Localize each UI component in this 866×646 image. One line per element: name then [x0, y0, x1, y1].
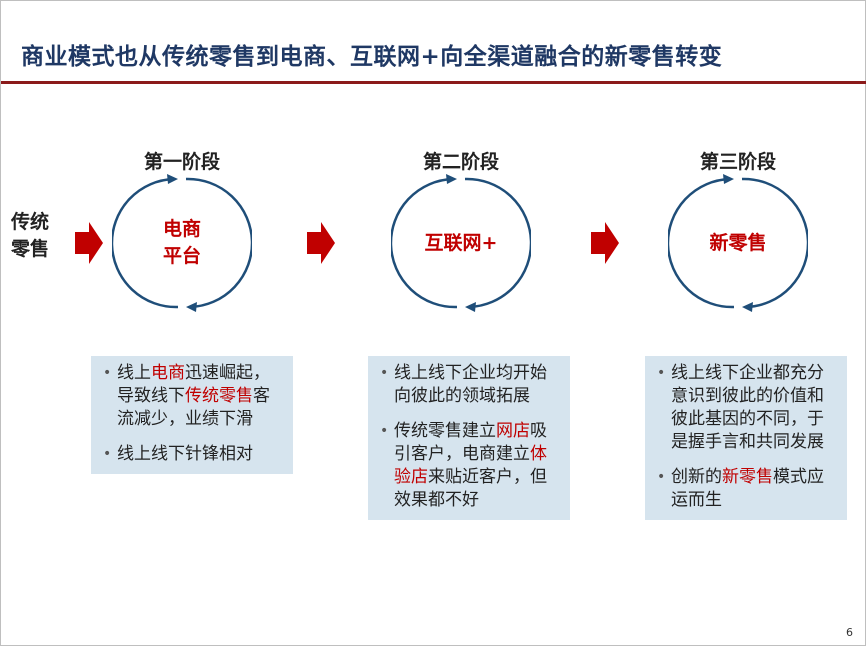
bullet-text: 传统零售建立 — [394, 421, 496, 441]
cycle-ring-icon — [668, 174, 808, 312]
bullet-item: 线上电商迅速崛起，导致线下传统零售客流减少，业绩下滑 — [99, 362, 283, 431]
stage-1-title: 第一阶段 — [143, 151, 220, 173]
page-number: 6 — [846, 626, 853, 639]
arrow-right-icon — [307, 222, 335, 264]
highlighted-text: 新零售 — [722, 467, 773, 487]
stage-3-title: 第三阶段 — [699, 151, 776, 173]
stage-3-description-box: 线上线下企业都充分意识到彼此的价值和彼此基因的不同，于是握手言和共同发展创新的新… — [645, 356, 847, 520]
stage-1-description-box: 线上电商迅速崛起，导致线下传统零售客流减少，业绩下滑线上线下针锋相对 — [91, 356, 293, 474]
bullet-text: 迅速崛起，导致线下 — [117, 363, 270, 406]
bullet-text: 吸引客户，电商建立 — [394, 421, 547, 464]
bullet-text: 来贴近客户，但效果都不好 — [394, 467, 547, 510]
bullet-item: 创新的新零售模式应运而生 — [653, 466, 837, 512]
slide-title: 商业模式也从传统零售到电商、互联网+向全渠道融合的新零售转变 — [21, 44, 723, 70]
highlighted-text: 电商 — [151, 363, 185, 383]
bullet-item: 线上线下企业均开始向彼此的领域拓展 — [376, 362, 560, 408]
bullet-text: 创新的 — [671, 467, 722, 487]
highlighted-text: 传统零售 — [185, 386, 253, 406]
traditional-retail-label: 传统 零售 — [11, 211, 50, 260]
highlighted-text: 网店 — [496, 421, 530, 441]
bullet-text: 模式应运而生 — [671, 467, 824, 510]
bullet-text: 线上线下企业都充分意识到彼此的价值和彼此基因的不同，于是握手言和共同发展 — [671, 363, 824, 452]
bullet-text: 线上线下企业均开始向彼此的领域拓展 — [394, 363, 547, 406]
bullet-item: 传统零售建立网店吸引客户，电商建立体验店来贴近客户，但效果都不好 — [376, 420, 560, 512]
title-divider — [1, 81, 866, 84]
bullet-text: 线上 — [117, 363, 151, 383]
cycle-ring-icon — [112, 174, 252, 312]
stage-2-circle-label: 互联网+ — [424, 231, 498, 254]
cycle-ring-icon — [391, 174, 531, 312]
bullet-text: 线上线下针锋相对 — [117, 444, 253, 464]
highlighted-text: 体验店 — [394, 444, 547, 487]
bullet-item: 线上线下企业都充分意识到彼此的价值和彼此基因的不同，于是握手言和共同发展 — [653, 362, 837, 454]
arrow-right-icon — [75, 222, 103, 264]
stage-2-description-box: 线上线下企业均开始向彼此的领域拓展传统零售建立网店吸引客户，电商建立体验店来贴近… — [368, 356, 570, 520]
stage-3-circle-label: 新零售 — [709, 231, 767, 254]
stage-1-circle-label: 电商 平台 — [162, 218, 201, 267]
bullet-item: 线上线下针锋相对 — [99, 443, 283, 466]
bullet-text: 客流减少，业绩下滑 — [117, 386, 270, 429]
stage-2-title: 第二阶段 — [422, 151, 499, 173]
arrow-right-icon — [591, 222, 619, 264]
